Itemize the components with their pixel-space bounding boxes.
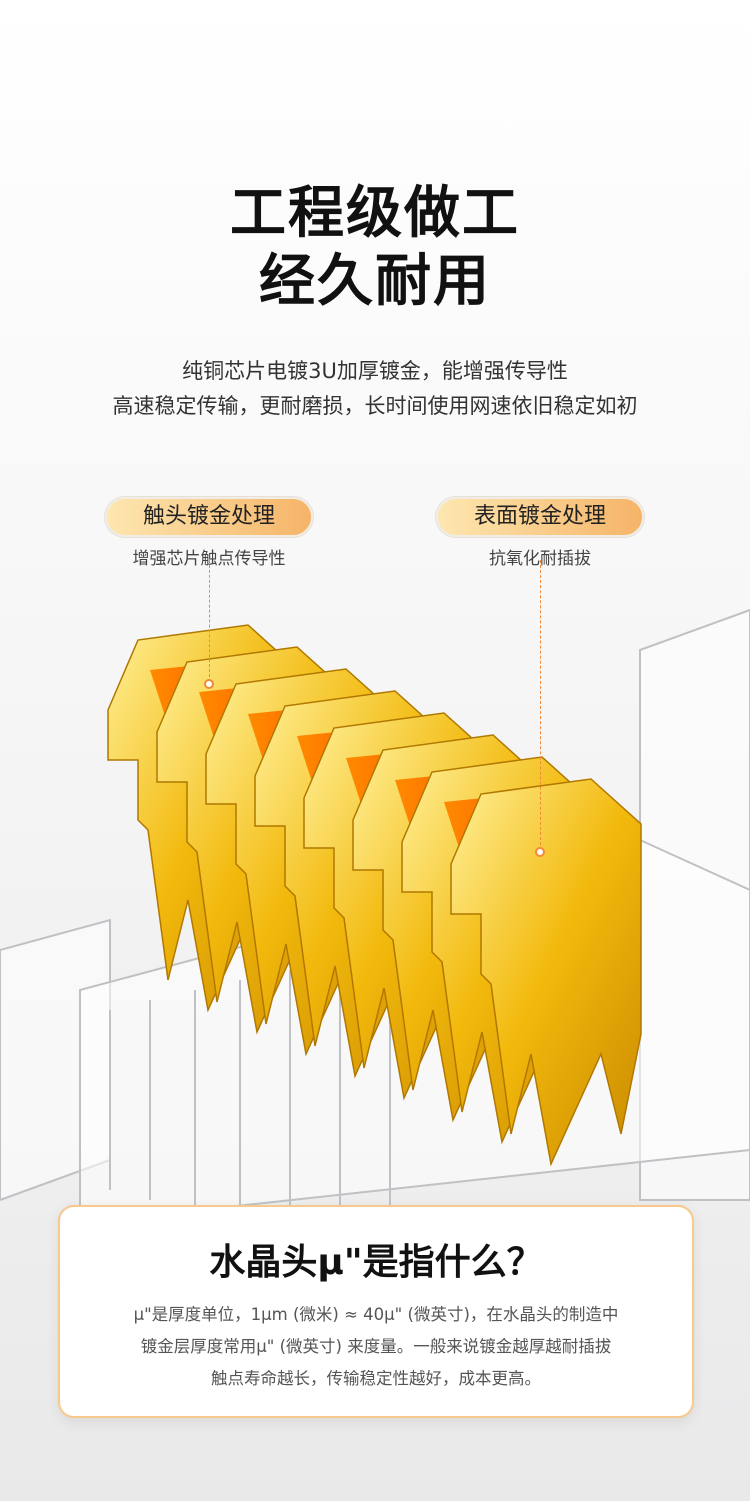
- callout-pill-contact-gold: 触头镀金处理: [105, 497, 313, 537]
- headline-line1: 工程级做工: [230, 181, 520, 246]
- info-card-line: 镀金层厚度常用μ" (微英寸) 来度量。一般来说镀金越厚越耐插拔: [140, 1337, 612, 1356]
- callout-dot-2: [535, 847, 545, 857]
- subtitle-line1: 纯铜芯片电镀3U加厚镀金，能增强传导性: [182, 359, 568, 383]
- subtitle-line2: 高速稳定传输，更耐磨损，长时间使用网速依旧稳定如初: [112, 394, 638, 418]
- callout-dot-1: [204, 679, 214, 689]
- rj45-connector-illustration: [0, 608, 750, 1210]
- headline-line2: 经久耐用: [259, 249, 491, 314]
- callout-desc-surface-gold: 抗氧化耐插拔: [489, 549, 591, 569]
- gold-blade: [450, 778, 642, 1167]
- callout-desc-contact-gold: 增强芯片触点传导性: [132, 549, 286, 569]
- callout-pill-surface-gold: 表面镀金处理: [436, 497, 644, 537]
- info-card-line: μ"是厚度单位，1μm (微米) ≈ 40μ" (微英寸)，在水晶头的制造中: [133, 1305, 619, 1324]
- info-card: 水晶头μ"是指什么？ μ"是厚度单位，1μm (微米) ≈ 40μ" (微英寸)…: [58, 1205, 694, 1418]
- info-card-title: 水晶头μ"是指什么？: [209, 1242, 543, 1283]
- callout-line-1: [209, 560, 210, 682]
- info-card-line: 触点寿命越长，传输稳定性越好，成本更高。: [211, 1369, 541, 1388]
- gold-contact-blades: [107, 624, 642, 1167]
- callout-line-2: [540, 560, 541, 850]
